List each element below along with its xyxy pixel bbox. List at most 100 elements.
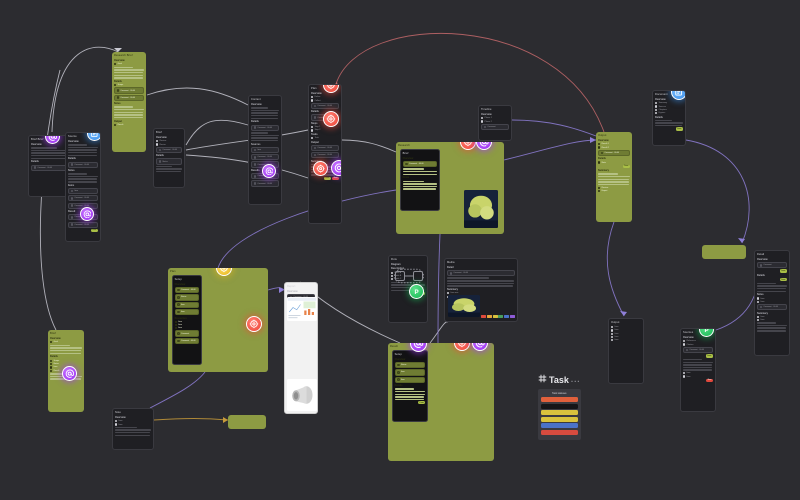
- list-item[interactable]: Item: [611, 329, 641, 332]
- comment-pill[interactable]: Comment · 00:00: [311, 102, 339, 109]
- list-item[interactable]: Item: [174, 323, 200, 327]
- comment-pill[interactable]: Item: [174, 301, 200, 308]
- at-badge-icon[interactable]: [80, 207, 94, 221]
- list-item[interactable]: Export: [598, 189, 630, 193]
- comment-pill[interactable]: Item: [394, 376, 426, 383]
- list-item[interactable]: Summary: [655, 102, 683, 105]
- comment-pill[interactable]: Comment · 00:00: [174, 287, 200, 294]
- comment-pill[interactable]: Comment · 00:00: [402, 161, 438, 168]
- list-item[interactable]: Goal: [114, 63, 144, 66]
- list-item[interactable]: Node B: [391, 274, 425, 278]
- canvas-node[interactable]: [702, 245, 746, 259]
- task-status-swatch[interactable]: [541, 410, 578, 416]
- p-badge-icon[interactable]: P: [409, 284, 424, 299]
- list-item[interactable]: Result 1: [598, 143, 630, 146]
- list-item[interactable]: Sources: [655, 105, 683, 108]
- list-item[interactable]: Node A: [391, 271, 425, 274]
- comment-pill[interactable]: Comment: [757, 262, 787, 269]
- task-panel-menu[interactable]: ...: [570, 375, 581, 384]
- task-status-swatch[interactable]: [541, 423, 578, 429]
- comment-pill[interactable]: Status: [394, 362, 426, 369]
- list-item[interactable]: Result: [114, 123, 144, 126]
- comment-pill[interactable]: Item: [174, 308, 200, 316]
- list-item[interactable]: Item: [174, 320, 200, 323]
- task-status-swatch[interactable]: [541, 403, 578, 409]
- status-badge[interactable]: Done: [323, 176, 332, 180]
- status-badge[interactable]: Done: [705, 354, 713, 358]
- list-item[interactable]: Item: [115, 420, 151, 423]
- target-badge-icon[interactable]: [313, 161, 328, 176]
- list-item[interactable]: Chapters: [655, 108, 683, 111]
- status-badge[interactable]: Done: [779, 278, 787, 282]
- list-item[interactable]: Scope: [114, 84, 144, 87]
- at-badge-icon[interactable]: [62, 366, 77, 381]
- list-item[interactable]: Item: [611, 339, 641, 342]
- list-item[interactable]: Item: [611, 326, 641, 329]
- list-item[interactable]: Phase 2: [481, 120, 509, 123]
- list-item[interactable]: Figures: [655, 112, 683, 115]
- comment-pill[interactable]: Comment · 00:00: [598, 149, 630, 156]
- list-item[interactable]: Notes: [50, 362, 82, 365]
- status-badge[interactable]: New: [706, 378, 713, 382]
- list-item[interactable]: Phase 1: [481, 117, 509, 120]
- list-item[interactable]: Revise: [156, 143, 182, 146]
- target-badge-icon[interactable]: [323, 111, 339, 127]
- list-item[interactable]: Reference: [683, 340, 713, 343]
- list-item[interactable]: Item: [611, 332, 641, 335]
- status-badge[interactable]: New: [332, 176, 339, 180]
- list-item[interactable]: Result 2: [598, 146, 630, 149]
- list-item[interactable]: Item: [683, 375, 713, 378]
- comment-pill[interactable]: Comment · 00:00: [68, 221, 98, 228]
- comment-pill[interactable]: Comment · 00:00: [311, 144, 339, 151]
- at-badge-icon[interactable]: [331, 160, 341, 176]
- status-badge[interactable]: Done: [675, 127, 683, 131]
- comment-pill[interactable]: Comment · 00:00: [114, 87, 144, 94]
- task-legend-panel[interactable]: Task ... Task statuses: [538, 374, 581, 440]
- list-item[interactable]: Item: [683, 372, 713, 375]
- list-item[interactable]: Item: [757, 319, 787, 322]
- thumbnail-render-thumbnail[interactable]: [287, 379, 317, 411]
- thumbnail-chart-thumbnail[interactable]: [287, 297, 317, 321]
- comment-pill[interactable]: Comment · 00:00: [114, 94, 144, 101]
- thumbnail-photo-thumbnail[interactable]: [464, 190, 498, 228]
- list-item[interactable]: Task: [311, 137, 339, 140]
- status-badge[interactable]: Done: [90, 228, 98, 232]
- list-item[interactable]: Review: [156, 140, 182, 143]
- list-item[interactable]: Node C: [391, 278, 425, 281]
- target-badge-icon[interactable]: [246, 316, 262, 332]
- comment-pill[interactable]: Comment · 00:00: [68, 195, 98, 202]
- list-item[interactable]: Item one: [447, 292, 515, 295]
- comment-pill[interactable]: Comment · 00:00: [447, 270, 515, 277]
- list-item[interactable]: Scope: [50, 359, 82, 362]
- comment-pill[interactable]: Comment · 00:00: [31, 164, 73, 171]
- comment-pill[interactable]: Comment · 00:00: [311, 152, 339, 159]
- at-badge-icon[interactable]: [262, 164, 276, 178]
- list-item[interactable]: Item: [757, 300, 787, 303]
- comment-pill[interactable]: Item: [68, 187, 98, 195]
- comment-pill[interactable]: Comment: [174, 330, 200, 337]
- comment-pill[interactable]: Comment · 00:00: [251, 124, 279, 131]
- comment-pill[interactable]: Comment · 00:00: [68, 161, 98, 168]
- canvas-node[interactable]: [228, 415, 266, 429]
- list-item[interactable]: Item: [757, 297, 787, 300]
- list-item[interactable]: Review: [598, 186, 630, 189]
- comment-pill[interactable]: Comment · 00:00: [757, 304, 787, 311]
